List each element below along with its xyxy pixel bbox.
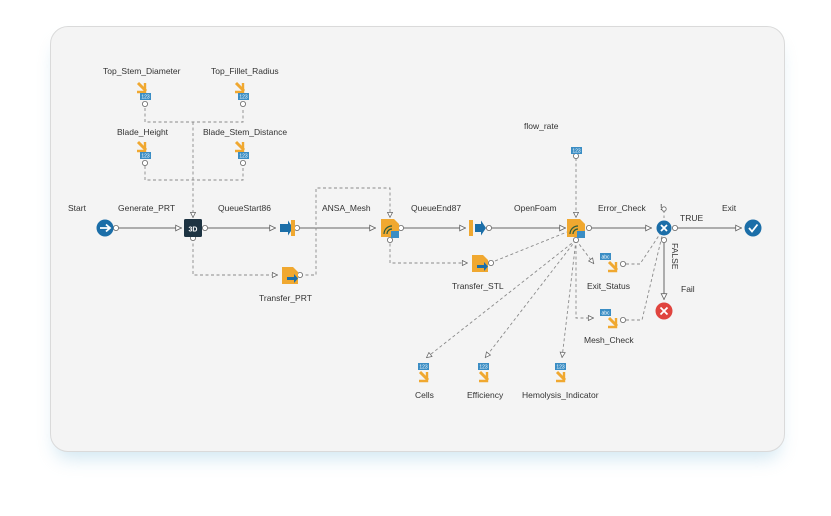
generate-prt-badge: 3D: [189, 227, 198, 234]
number-type-badge: 123: [479, 365, 488, 371]
top-fillet-radius-label: Top_Fillet_Radius: [211, 66, 279, 76]
false-label: FALSE: [670, 243, 680, 270]
param-blade-height[interactable]: 123: [136, 140, 151, 160]
number-type-badge: 123: [141, 154, 150, 160]
generate-prt-label: Generate_PRT: [118, 203, 175, 213]
number-type-badge: 123: [239, 154, 248, 160]
fail-label: Fail: [681, 284, 695, 294]
queue-end-icon: [475, 220, 486, 236]
number-type-badge: 123: [556, 365, 565, 371]
queue-end-label: QueueEnd87: [411, 203, 461, 213]
input-icon: [235, 142, 245, 153]
openfoam-node[interactable]: [567, 219, 585, 238]
param-blade-stem-distance[interactable]: 123: [234, 140, 249, 160]
ports: [113, 101, 679, 323]
openfoam-label: OpenFoam: [514, 203, 557, 213]
transfer-icon: [477, 262, 488, 271]
exit-status-label: Exit_Status: [587, 281, 630, 291]
solver-icon: [577, 231, 585, 238]
cells-label: Cells: [415, 390, 434, 400]
blade-stem-distance-label: Blade_Stem_Distance: [203, 127, 287, 137]
transfer-stl-node[interactable]: [472, 255, 488, 272]
efficiency-label: Efficiency: [467, 390, 504, 400]
transfer-icon: [287, 274, 298, 283]
output-icon: [608, 262, 618, 273]
input-icon: [137, 83, 147, 94]
number-type-badge: 123: [141, 95, 150, 101]
queue-start-label: QueueStart86: [218, 203, 271, 213]
error-check-label: Error_Check: [598, 203, 646, 213]
output-hemolysis-indicator[interactable]: 123: [555, 363, 567, 383]
queue-end-node[interactable]: [469, 220, 486, 236]
output-icon: [479, 372, 489, 383]
output-icon: [419, 372, 429, 383]
error-check-node[interactable]: [656, 220, 672, 236]
param-flow-rate[interactable]: 123: [571, 147, 582, 155]
number-type-badge: 123: [239, 95, 248, 101]
text-type-badge: abc: [601, 255, 610, 261]
transfer-prt-node[interactable]: [282, 267, 298, 284]
queue-start-icon: [280, 220, 293, 236]
ansa-mesh-label: ANSA_Mesh: [322, 203, 371, 213]
hemolysis-indicator-label: Hemolysis_Indicator: [522, 390, 599, 400]
blade-height-label: Blade_Height: [117, 127, 169, 137]
output-icon: [556, 372, 566, 383]
trigger-mark: !: [660, 202, 662, 212]
mesh-icon: [391, 231, 399, 238]
top-stem-diameter-label: Top_Stem_Diameter: [103, 66, 181, 76]
text-type-badge: abc: [601, 311, 610, 317]
generate-prt-node[interactable]: 3D: [184, 219, 202, 237]
close-icon: [659, 306, 669, 316]
exit-label: Exit: [722, 203, 737, 213]
queue-start-node[interactable]: [280, 220, 295, 236]
output-efficiency[interactable]: 123: [478, 363, 490, 383]
main-flow-edges: [117, 228, 742, 300]
output-cells[interactable]: 123: [418, 363, 430, 383]
mesh-check-node[interactable]: abc: [600, 309, 619, 329]
start-label: Start: [68, 203, 87, 213]
exit-status-node[interactable]: abc: [600, 253, 619, 273]
output-icon: [608, 318, 618, 329]
transfer-prt-label: Transfer_PRT: [259, 293, 312, 303]
data-edges: [144, 108, 665, 359]
arrow-right-icon: [100, 223, 112, 233]
exit-node[interactable]: [744, 219, 762, 237]
ansa-mesh-node[interactable]: [381, 219, 399, 238]
mesh-check-label: Mesh_Check: [584, 335, 634, 345]
fail-node[interactable]: [655, 302, 673, 320]
true-label: TRUE: [680, 213, 703, 223]
check-icon: [748, 223, 759, 233]
param-top-stem-diameter[interactable]: 123: [136, 81, 151, 101]
input-icon: [137, 142, 147, 153]
transfer-stl-label: Transfer_STL: [452, 281, 504, 291]
start-node[interactable]: [96, 219, 114, 237]
number-type-badge: 123: [419, 365, 428, 371]
input-icon: [235, 83, 245, 94]
decision-icon: [660, 224, 668, 232]
number-type-badge: 123: [572, 149, 581, 155]
param-top-fillet-radius[interactable]: 123: [234, 81, 249, 101]
flow-rate-label: flow_rate: [524, 121, 559, 131]
